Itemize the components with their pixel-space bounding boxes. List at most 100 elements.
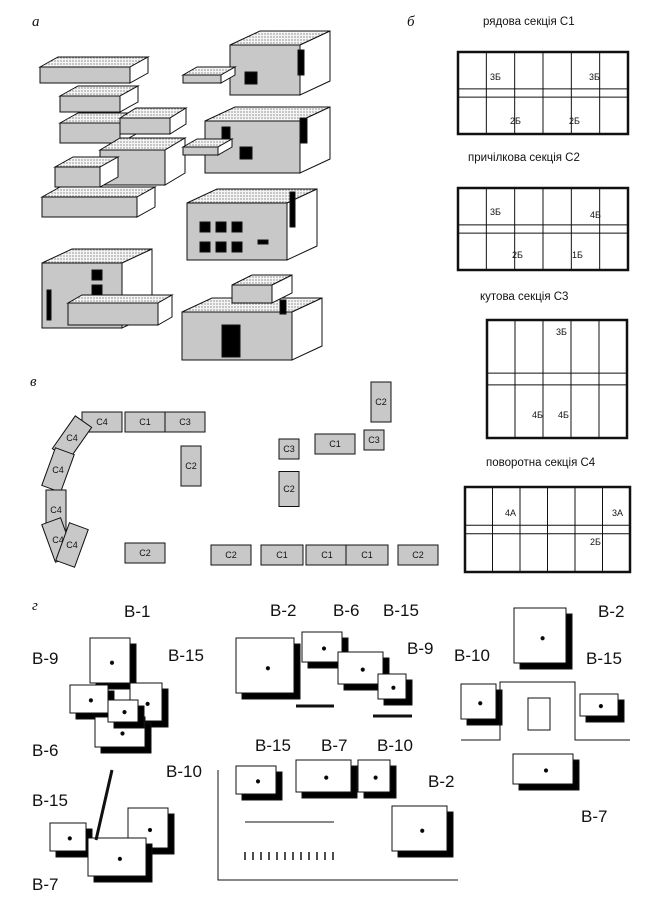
footprint <box>460 683 497 720</box>
section-outline <box>124 542 166 564</box>
section-ring-8: C4 <box>55 522 89 568</box>
g1-core <box>107 699 145 729</box>
footprint <box>49 822 87 852</box>
g5-border <box>217 770 458 881</box>
section-outline <box>210 544 252 566</box>
entrance-dot <box>109 660 115 665</box>
section-label: C4 <box>52 535 64 545</box>
house-5-top <box>231 274 293 304</box>
section-row-2: C1 <box>305 544 349 566</box>
section-row-3: C1 <box>345 544 389 566</box>
entrance-dot <box>478 701 483 706</box>
entrance-dot <box>391 685 396 690</box>
room-label-c2-3: 1Б <box>572 250 583 260</box>
section-outline <box>164 411 206 433</box>
label-g1-b6: В-6 <box>32 741 58 760</box>
section-ring-9: C2 <box>124 542 166 564</box>
g3-b10 <box>460 683 503 726</box>
g3-b15 <box>579 693 625 723</box>
window <box>91 269 103 281</box>
entrance-dot <box>373 775 378 780</box>
window <box>279 299 287 315</box>
side-face <box>99 156 119 188</box>
section-outline <box>278 471 300 507</box>
room-label-c1-3: 2Б <box>569 116 580 126</box>
section-label: C4 <box>52 465 64 475</box>
footprint <box>391 805 448 852</box>
room-label-c2-2: 2Б <box>512 250 523 260</box>
section-outline <box>397 544 439 566</box>
plan-c2 <box>456 186 630 272</box>
footprint <box>377 673 407 700</box>
window <box>231 221 243 233</box>
window <box>257 239 269 245</box>
panel-letter-b: б <box>407 14 415 30</box>
entrance-dot <box>147 827 153 833</box>
section-label: C2 <box>185 461 197 471</box>
side-face <box>157 294 173 326</box>
slab-4 <box>118 107 188 135</box>
side-face <box>291 297 323 361</box>
section-outline <box>370 381 392 423</box>
entrance-dot <box>540 636 545 641</box>
window <box>239 146 253 160</box>
label-g3-b15: В-15 <box>586 649 622 668</box>
room-label-c1-1: 3Б <box>589 72 600 82</box>
house-2 <box>204 106 331 174</box>
plan-c1 <box>456 50 630 136</box>
side-face <box>220 66 236 84</box>
section-ring-5: C4 <box>41 447 75 493</box>
section-outline <box>260 544 304 566</box>
slab-7 <box>40 186 157 218</box>
caption-c2: причілкова секція С2 <box>468 152 580 164</box>
section-label: C2 <box>412 550 424 560</box>
section-ring-3: C2 <box>180 445 202 487</box>
side-face <box>299 30 331 96</box>
side-face <box>129 56 149 84</box>
window <box>297 49 305 76</box>
section-row-0: C2 <box>210 544 252 566</box>
g5-b10 <box>357 759 397 799</box>
side-face <box>271 274 293 304</box>
label-g3-b7: В-7 <box>581 807 607 826</box>
g3-courtyard <box>461 681 630 741</box>
section-label: C2 <box>283 484 295 494</box>
label-g1-b1: В-1 <box>124 602 150 621</box>
label-g2-b2: В-2 <box>270 601 296 620</box>
footprint <box>235 765 277 795</box>
window <box>244 71 258 85</box>
footprint <box>357 759 391 793</box>
label-g1-b15: В-15 <box>168 646 204 665</box>
section-label: C3 <box>283 444 295 454</box>
side-face <box>164 137 186 186</box>
g3-b7 <box>512 753 580 791</box>
label-g5-b15: В-15 <box>255 736 291 755</box>
section-corner-0: C2 <box>370 381 392 423</box>
g5-b7 <box>295 759 358 799</box>
entrance-dot <box>122 710 127 715</box>
section-label: C4 <box>50 505 62 515</box>
section-outline <box>55 522 89 568</box>
g1-b9 <box>69 684 115 720</box>
label-g1-b9: В-9 <box>32 649 58 668</box>
entrance-dot <box>255 779 261 784</box>
room-label-c4-0: 4А <box>505 508 516 518</box>
section-outline <box>345 544 389 566</box>
window <box>46 289 52 321</box>
section-row-4: C2 <box>397 544 439 566</box>
footprint <box>579 693 619 717</box>
panel-letter-a: а <box>32 14 40 30</box>
label-g3-b2: В-2 <box>598 602 624 621</box>
footprint <box>235 637 295 694</box>
section-outline <box>180 445 202 487</box>
section-label: C1 <box>361 550 373 560</box>
caption-c1: рядова секція С1 <box>483 16 575 28</box>
g2-b9 <box>377 673 413 706</box>
label-g2-b6: В-6 <box>333 601 359 620</box>
label-g4-b7: В-7 <box>32 875 58 894</box>
house-1 <box>229 30 331 96</box>
label-g2-b9: В-9 <box>407 639 433 658</box>
